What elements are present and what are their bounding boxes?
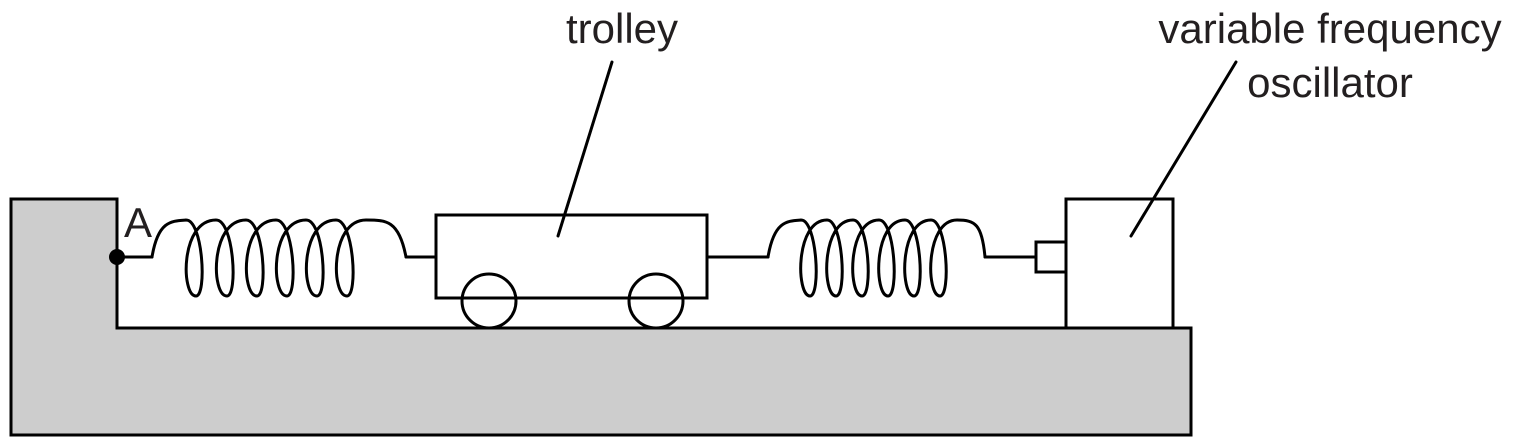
point-a-label: A (124, 199, 152, 246)
trolley-leader-line (556, 60, 614, 238)
trolley-wheel-left (460, 272, 518, 330)
oscillator-box (1064, 197, 1175, 330)
left-spring-coil (150, 218, 408, 298)
trolley-label: trolley (566, 5, 678, 52)
left-spring (115, 218, 438, 298)
base-bench (9, 197, 1193, 437)
right-spring (705, 218, 1038, 298)
oscillator (1034, 197, 1175, 330)
oscillator-label-line2: oscillator (1247, 59, 1413, 106)
oscillator-label-line1: variable frequency (1158, 5, 1501, 52)
trolley-body (434, 213, 709, 300)
oscillator-connector (1034, 240, 1068, 274)
trolley-wheel-right (627, 272, 685, 330)
oscillator-leader-line (1129, 60, 1238, 238)
right-spring-coil (766, 218, 987, 298)
trolley (434, 213, 709, 330)
